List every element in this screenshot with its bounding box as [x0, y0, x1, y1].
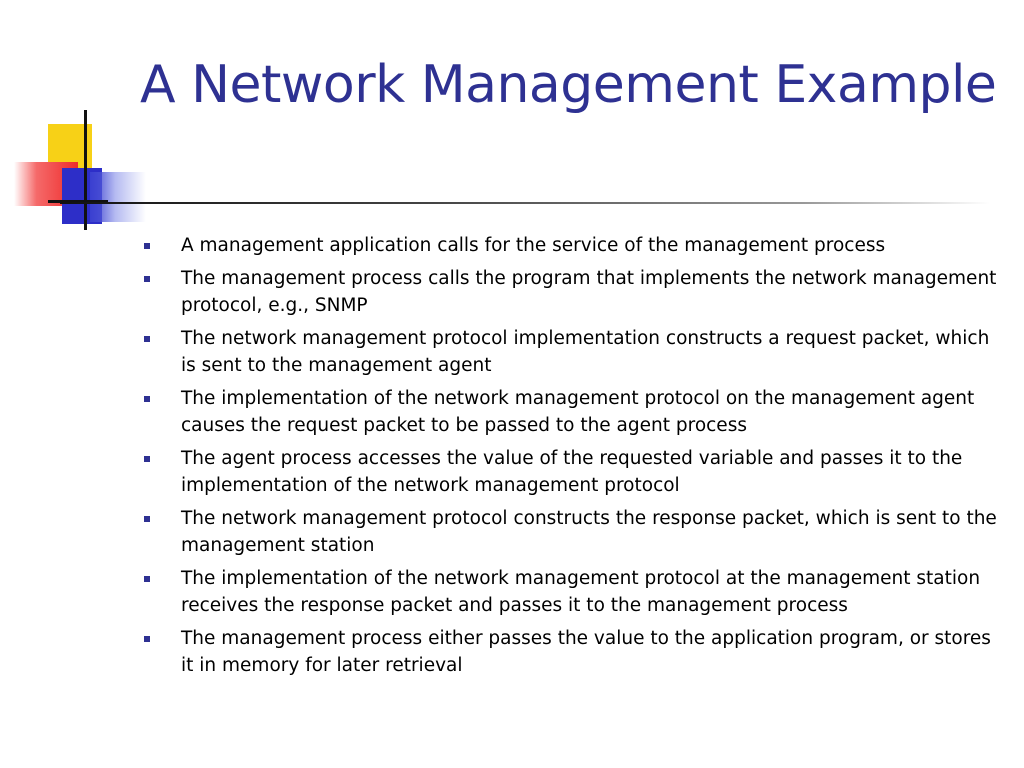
logo-blue-fade: [90, 172, 146, 222]
logo-horizontal-line: [48, 200, 108, 203]
bullet-square-icon: [144, 516, 150, 522]
colored-squares-logo-icon: [10, 108, 150, 233]
bullet-text: The network management protocol implemen…: [181, 328, 990, 376]
bullet-square-icon: [144, 276, 150, 282]
bullet-item: The agent process accesses the value of …: [140, 445, 1000, 499]
bullet-text: The network management protocol construc…: [181, 508, 997, 556]
bullet-item: The implementation of the network manage…: [140, 565, 1000, 619]
bullet-item: The management process either passes the…: [140, 625, 1000, 679]
bullet-text: The agent process accesses the value of …: [181, 448, 963, 496]
bullet-item: The implementation of the network manage…: [140, 385, 1000, 439]
bullet-text: The implementation of the network manage…: [181, 388, 975, 436]
bullet-square-icon: [144, 456, 150, 462]
bullet-item: The management process calls the program…: [140, 265, 1000, 319]
bullet-list: A management application calls for the s…: [140, 232, 1000, 685]
bullet-text: The implementation of the network manage…: [181, 568, 981, 616]
bullet-square-icon: [144, 636, 150, 642]
title-divider: [60, 202, 990, 204]
logo-vertical-line: [84, 110, 87, 230]
bullet-item: A management application calls for the s…: [140, 232, 1000, 259]
bullet-square-icon: [144, 336, 150, 342]
bullet-text: The management process either passes the…: [181, 628, 991, 676]
bullet-text: A management application calls for the s…: [181, 235, 886, 256]
bullet-square-icon: [144, 576, 150, 582]
slide-title: A Network Management Example: [140, 55, 997, 115]
bullet-square-icon: [144, 396, 150, 402]
bullet-text: The management process calls the program…: [181, 268, 997, 316]
bullet-item: The network management protocol construc…: [140, 505, 1000, 559]
bullet-square-icon: [144, 243, 150, 249]
bullet-item: The network management protocol implemen…: [140, 325, 1000, 379]
